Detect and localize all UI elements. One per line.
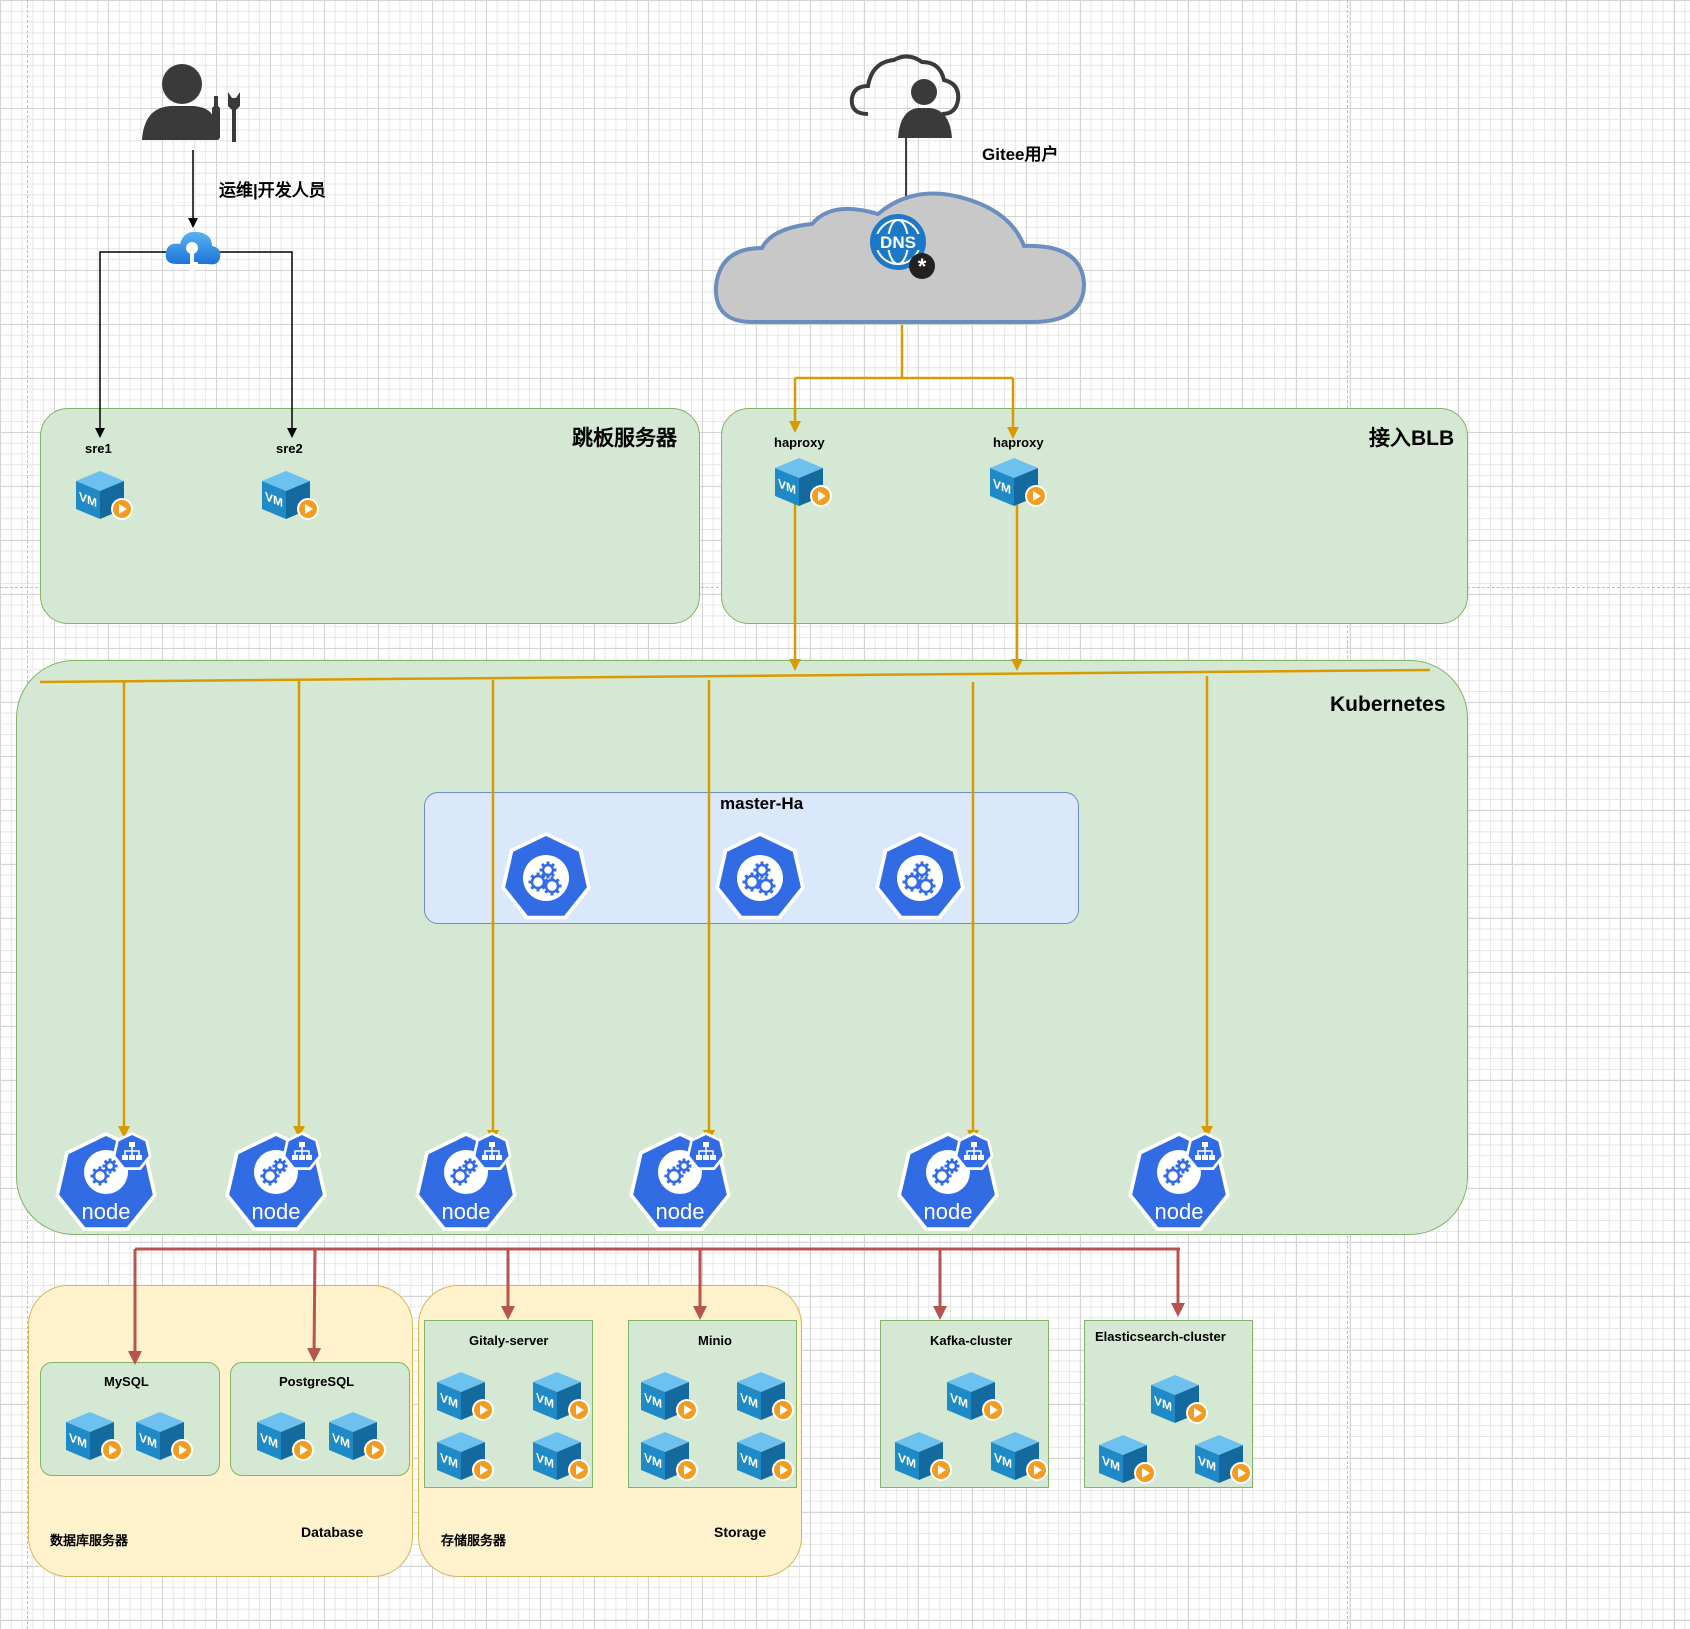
- vm-icon[interactable]: VM: [735, 1430, 797, 1484]
- vm-icon[interactable]: VM: [989, 1430, 1051, 1484]
- svg-text:node: node: [442, 1199, 491, 1224]
- vm-icon[interactable]: VM: [1193, 1433, 1255, 1487]
- k8s-node-icon[interactable]: node: [52, 1128, 162, 1236]
- dns-icon: DNS *: [868, 212, 936, 280]
- jump-server-zone[interactable]: [40, 408, 700, 624]
- k8s-node-icon[interactable]: node: [412, 1128, 522, 1236]
- storage-zone-subtitle: 存储服务器: [441, 1533, 507, 1548]
- vm-icon[interactable]: VM: [773, 456, 835, 510]
- blb-zone-title: 接入BLB: [1369, 427, 1455, 450]
- storage-zone-title: Storage: [714, 1524, 767, 1540]
- database-zone-title: Database: [301, 1524, 364, 1540]
- vm-icon[interactable]: VM: [255, 1410, 317, 1464]
- master-ha-title: master-Ha: [720, 794, 804, 813]
- vm-icon[interactable]: VM: [435, 1370, 497, 1424]
- k8s-master-icon[interactable]: [498, 828, 594, 924]
- kafka-label: Kafka-cluster: [930, 1333, 1013, 1348]
- vm-icon[interactable]: VM: [64, 1410, 126, 1464]
- vm-icon[interactable]: VM: [1149, 1373, 1211, 1427]
- mysql-label: MySQL: [104, 1374, 149, 1389]
- dns-text: DNS: [880, 233, 916, 252]
- vm-icon[interactable]: VM: [988, 456, 1050, 510]
- postgresql-label: PostgreSQL: [279, 1374, 355, 1389]
- k8s-master-icon[interactable]: [872, 828, 968, 924]
- orange-traffic-links: [39, 325, 1431, 1142]
- vm-icon[interactable]: VM: [531, 1370, 593, 1424]
- haproxy2-label: haproxy: [993, 435, 1044, 450]
- key-to-sre2-connector: [218, 251, 297, 438]
- ops-developer-label: 运维|开发人员: [219, 181, 326, 200]
- sre1-label: sre1: [85, 441, 112, 456]
- gitee-user-icon: [848, 48, 964, 140]
- vm-icon[interactable]: VM: [134, 1410, 196, 1464]
- vm-icon[interactable]: VM: [945, 1370, 1007, 1424]
- svg-text:node: node: [656, 1199, 705, 1224]
- svg-text:*: *: [918, 254, 927, 279]
- kubernetes-zone-title: Kubernetes: [1330, 693, 1446, 716]
- gitee-user-label: Gitee用户: [982, 145, 1059, 164]
- elasticsearch-label: Elasticsearch-cluster: [1095, 1329, 1226, 1344]
- svg-text:node: node: [924, 1199, 973, 1224]
- haproxy1-label: haproxy: [774, 435, 825, 450]
- blb-zone[interactable]: [721, 408, 1468, 624]
- minio-label: Minio: [698, 1333, 732, 1348]
- jump-server-zone-title: 跳板服务器: [572, 427, 677, 450]
- sre2-label: sre2: [276, 441, 303, 456]
- ops-developer-icon: [140, 62, 248, 154]
- database-zone-subtitle: 数据库服务器: [50, 1533, 129, 1548]
- vm-icon[interactable]: VM: [893, 1430, 955, 1484]
- vm-icon[interactable]: VM: [639, 1430, 701, 1484]
- key-vault-icon: [164, 226, 222, 276]
- svg-text:node: node: [1155, 1199, 1204, 1224]
- vm-icon[interactable]: VM: [260, 469, 322, 523]
- vm-icon[interactable]: VM: [639, 1370, 701, 1424]
- k8s-master-icon[interactable]: [712, 828, 808, 924]
- key-to-sre1-connector: [95, 251, 168, 438]
- vm-icon[interactable]: VM: [435, 1430, 497, 1484]
- vm-icon[interactable]: VM: [735, 1370, 797, 1424]
- k8s-node-icon[interactable]: node: [626, 1128, 736, 1236]
- k8s-node-icon[interactable]: node: [222, 1128, 332, 1236]
- vm-icon[interactable]: VM: [531, 1430, 593, 1484]
- red-backend-links: [128, 1247, 1185, 1365]
- svg-text:node: node: [82, 1199, 131, 1224]
- vm-icon[interactable]: VM: [74, 469, 136, 523]
- vm-icon[interactable]: VM: [327, 1410, 389, 1464]
- svg-text:node: node: [252, 1199, 301, 1224]
- gitaly-label: Gitaly-server: [469, 1333, 549, 1348]
- k8s-node-icon[interactable]: node: [1125, 1128, 1235, 1236]
- k8s-node-icon[interactable]: node: [894, 1128, 1004, 1236]
- kubernetes-zone[interactable]: [16, 660, 1468, 1235]
- vm-icon[interactable]: VM: [1097, 1433, 1159, 1487]
